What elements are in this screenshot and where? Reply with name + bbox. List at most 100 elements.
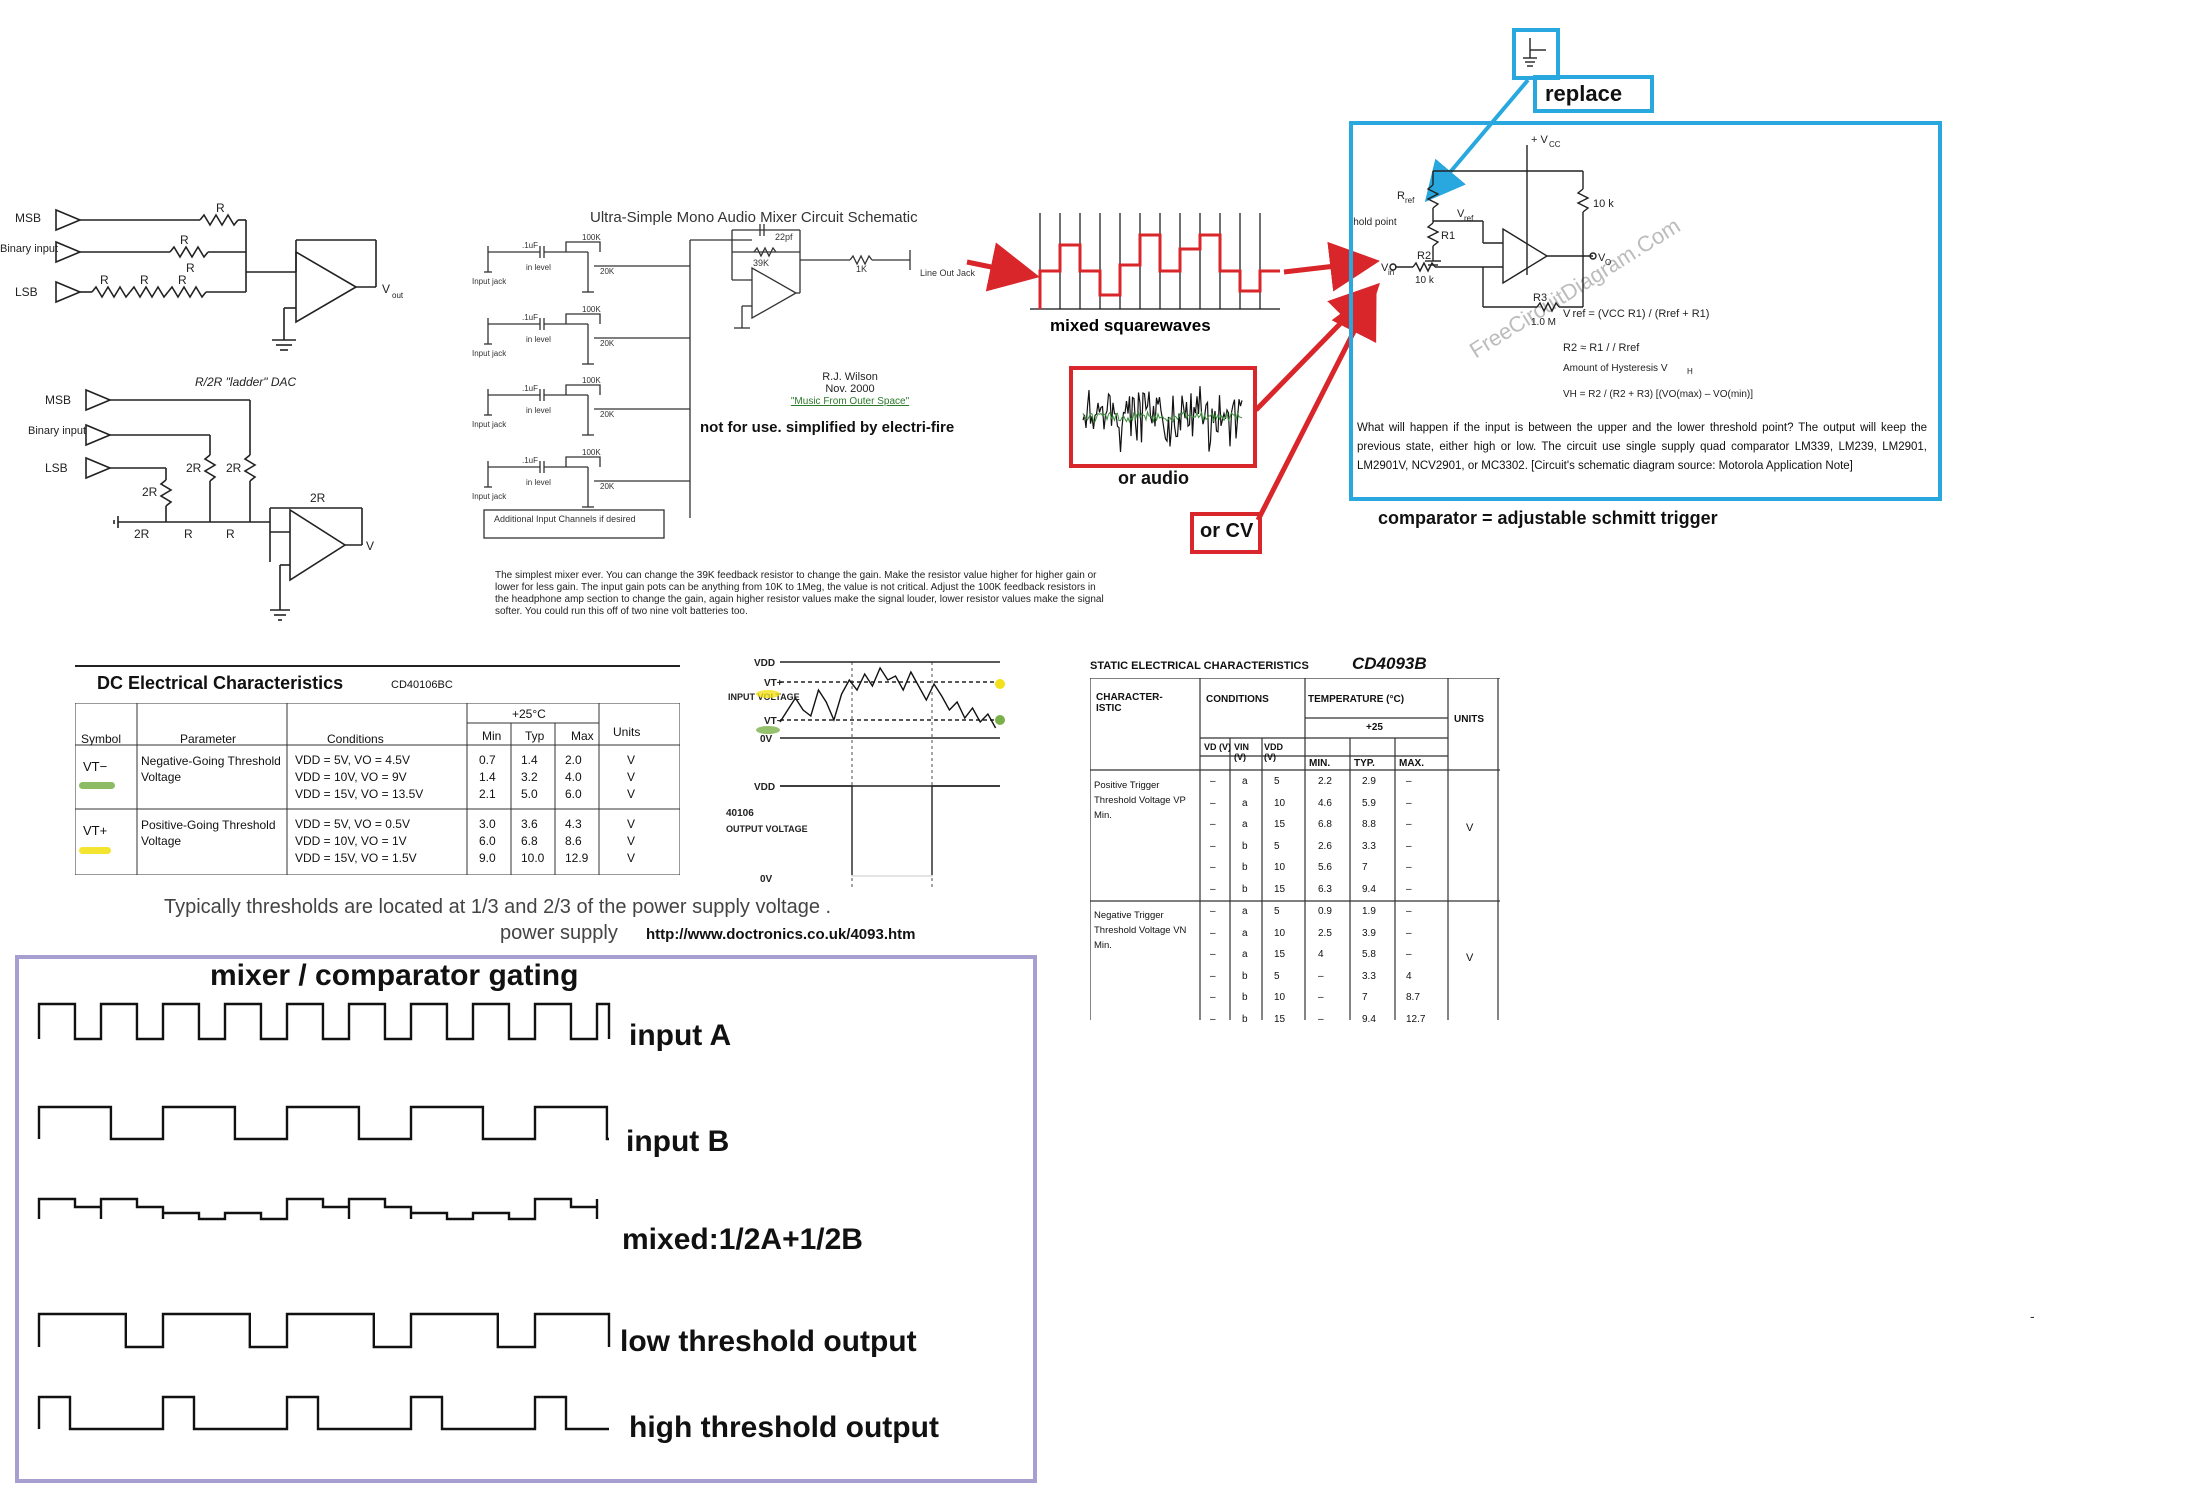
mixer-source-link[interactable]: "Music From Outer Space" bbox=[791, 396, 910, 407]
arrow-to-comparator bbox=[1283, 241, 1380, 292]
gating-label-2: mixed:1/2A+1/2B bbox=[622, 1223, 863, 1256]
ground-symbol-box bbox=[1512, 28, 1560, 80]
eq-vref: V ref = (VCC R1) / (Rref + R1) bbox=[1563, 308, 1709, 320]
dc-row-cond-0-1: VDD = 10V, VO = 9V bbox=[295, 770, 407, 784]
gating-label-0: input A bbox=[629, 1019, 732, 1052]
mixer-cap-1: .1uF bbox=[522, 241, 538, 250]
dc-subheader-1: Typ bbox=[525, 729, 545, 743]
audio-waveform bbox=[1082, 386, 1243, 453]
vt-plus-highlight bbox=[995, 679, 1005, 689]
cd4093-cell-0-3-5: – bbox=[1406, 840, 1412, 852]
dc-row-min-0-1: 1.4 bbox=[479, 770, 496, 784]
dac-vout: V bbox=[382, 282, 390, 296]
dc-row-cond-1-0: VDD = 5V, VO = 0.5V bbox=[295, 817, 410, 831]
thresholds-note: Typically thresholds are located at 1/3 … bbox=[164, 896, 832, 918]
dc-row-min-1-0: 3.0 bbox=[479, 817, 496, 831]
cd4093-header-0: CHARACTER-ISTIC bbox=[1096, 692, 1163, 714]
dac-msb: MSB bbox=[15, 211, 41, 225]
cd4093-cell-1-5-5: 12.7 bbox=[1406, 1013, 1426, 1025]
dc-characteristics-table: DC Electrical Characteristics CD40106BC … bbox=[75, 665, 680, 887]
r1-label: R1 bbox=[1441, 230, 1455, 242]
r2-label: R2 bbox=[1417, 250, 1431, 262]
vref-sub: ref bbox=[1464, 214, 1474, 223]
audio-signal-box bbox=[1069, 366, 1257, 468]
cd4093-cell-1-5-4: 9.4 bbox=[1362, 1013, 1376, 1025]
mixer-title: Ultra-Simple Mono Audio Mixer Circuit Sc… bbox=[590, 209, 918, 226]
dc-row-cond-1-2: VDD = 15V, VO = 1.5V bbox=[295, 851, 417, 865]
cd4093-cell-0-5-1: b bbox=[1242, 883, 1248, 895]
cv-box: or CV bbox=[1190, 512, 1262, 554]
graph-vt-minus: VT− bbox=[764, 716, 783, 727]
graph-vdd2: VDD bbox=[754, 782, 775, 793]
cd4093-cell-0-0-4: 2.9 bbox=[1362, 776, 1376, 787]
cd4093-cell-1-0-5: – bbox=[1406, 906, 1412, 917]
dc-row-unit-0-0: V bbox=[627, 753, 636, 767]
dc-row-cond-1-1: VDD = 10V, VO = 1V bbox=[295, 834, 407, 848]
cd4093-cell-1-0-1: a bbox=[1242, 906, 1248, 917]
r3-label: R3 bbox=[1533, 292, 1547, 304]
dc-row-max-0-0: 2.0 bbox=[565, 753, 582, 767]
cd4093-cell-1-2-4: 5.8 bbox=[1362, 949, 1376, 960]
cd4093-cond-col-2: VDD (V) bbox=[1264, 742, 1284, 762]
cd4093-cell-0-5-4: 9.4 bbox=[1362, 883, 1376, 895]
cd4093-cell-0-0-3: 2.2 bbox=[1318, 776, 1332, 787]
mixer-input-jack-2: Input jack bbox=[472, 349, 507, 358]
gating-panel: mixer / comparator gating input A input B… bbox=[15, 955, 1037, 1483]
dc-row-parameter-0: Negative-Going Threshold Voltage bbox=[141, 754, 281, 784]
vt-minus-marker bbox=[79, 782, 115, 789]
dc-row-unit-1-2: V bbox=[627, 851, 636, 865]
r2-value: 10 k bbox=[1415, 275, 1435, 286]
mixer-input-jack-1: Input jack bbox=[472, 277, 507, 286]
dc-subheader-2: Max bbox=[571, 729, 594, 743]
mixer-pot-2: 100K bbox=[582, 305, 601, 314]
cd4093-cell-0-2-1: a bbox=[1242, 819, 1248, 830]
mixer-cap-2: .1uF bbox=[522, 313, 538, 322]
cd4093-cond-col-1: VIN (V) bbox=[1234, 742, 1250, 762]
cd4093-group-unit-1: V bbox=[1466, 952, 1474, 964]
vin-sub: in bbox=[1388, 268, 1394, 277]
cd4093-cell-1-5-3: – bbox=[1318, 1013, 1324, 1025]
mixer-res-2: 20K bbox=[600, 339, 615, 348]
arrow-cv bbox=[1255, 287, 1377, 522]
mixer-in-level-4: in level bbox=[526, 478, 551, 487]
cd4093-cond-col-0: VD (V) bbox=[1204, 742, 1231, 752]
dc-row-max-0-2: 6.0 bbox=[565, 787, 582, 801]
dac-r-top: R bbox=[216, 201, 225, 215]
dc-row-unit-1-1: V bbox=[627, 834, 636, 848]
mixer-res-4: 20K bbox=[600, 482, 615, 491]
gating-title: mixer / comparator gating bbox=[210, 959, 579, 992]
dc-row-max-1-1: 8.6 bbox=[565, 834, 582, 848]
eq-r2: R2 ≈ R1 / / Rref bbox=[1563, 342, 1640, 354]
cd4093-cell-1-1-3: 2.5 bbox=[1318, 927, 1332, 939]
mixer-extra-channels: Additional Input Channels if desired bbox=[494, 514, 636, 524]
cd4093-cell-1-5-0: – bbox=[1210, 1013, 1216, 1025]
mixer-input-jack-3: Input jack bbox=[472, 420, 507, 429]
ladder-binary-input: Binary input bbox=[28, 425, 86, 437]
mixer-in-level-1: in level bbox=[526, 263, 551, 272]
graph-vt-plus: VT+ bbox=[764, 678, 783, 689]
mixer-disclaimer: not for use. simplified by electri-fire bbox=[700, 419, 954, 436]
cd4093-cell-0-3-0: – bbox=[1210, 840, 1216, 852]
mixer-res-1: 20K bbox=[600, 267, 615, 276]
dc-row-min-1-2: 9.0 bbox=[479, 851, 496, 865]
arrow-replace bbox=[1424, 78, 1530, 203]
gating-label-1: input B bbox=[626, 1125, 730, 1158]
dac-binary-input: Binary input bbox=[0, 243, 58, 255]
eq-hysteresis-sub: H bbox=[1687, 367, 1693, 376]
cd4093-cell-0-4-2: 10 bbox=[1274, 862, 1286, 873]
mixer-in-level-3: in level bbox=[526, 406, 551, 415]
graph-part: 40106 bbox=[726, 808, 754, 819]
cd4093-cell-1-2-0: – bbox=[1210, 949, 1216, 960]
cd4093-temp: +25 bbox=[1366, 722, 1383, 733]
mixer-line-out: Line Out Jack bbox=[920, 268, 976, 278]
mixer-pot-1: 100K bbox=[582, 233, 601, 242]
cd4093-cell-0-0-0: – bbox=[1210, 776, 1216, 787]
cd4093-cell-0-1-4: 5.9 bbox=[1362, 797, 1376, 809]
doctronics-url[interactable]: http://www.doctronics.co.uk/4093.htm bbox=[646, 926, 916, 943]
cd4093-cell-1-0-2: 5 bbox=[1274, 906, 1280, 917]
cd4093-cell-0-3-2: 5 bbox=[1274, 840, 1280, 852]
mixer-description: The simplest mixer ever. You can change … bbox=[495, 570, 1104, 617]
wave-mixed bbox=[37, 1197, 599, 1221]
dc-table-title: DC Electrical Characteristics bbox=[97, 673, 344, 693]
dac-schematic: MSB Binary input LSB R R R R R R V out R… bbox=[0, 201, 404, 621]
